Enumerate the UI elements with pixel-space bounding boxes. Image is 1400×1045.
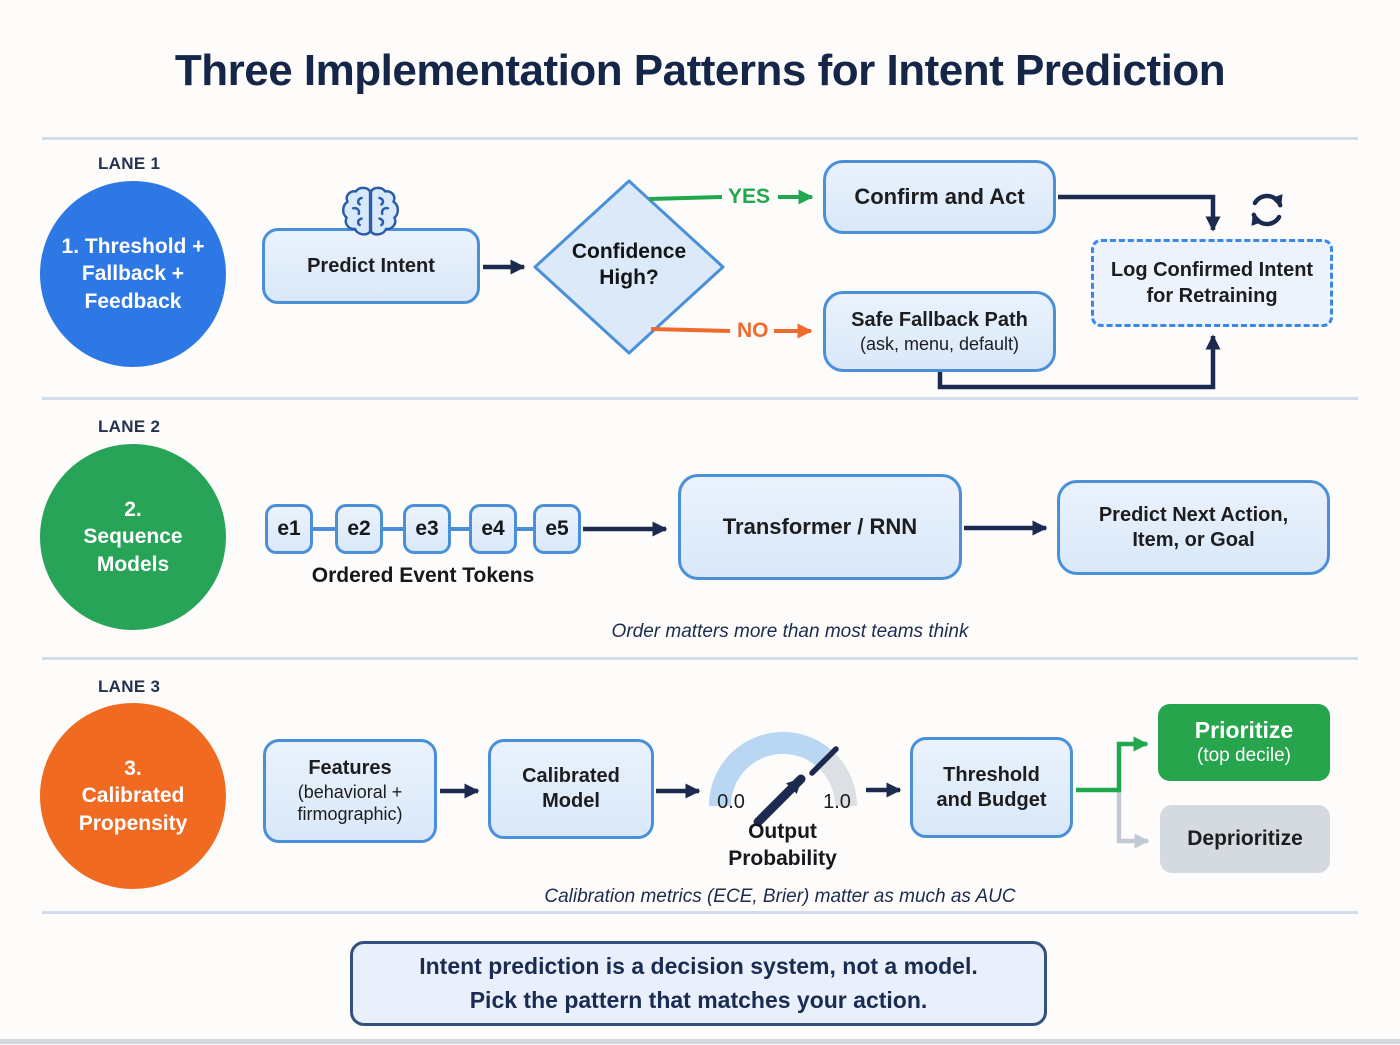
- calibrated-model-label: Calibrated Model: [522, 765, 620, 812]
- arrow-no-branch: [650, 323, 813, 339]
- log-confirmed-node: Log Confirmed Intent for Retraining: [1091, 239, 1333, 327]
- predict-intent-label: Predict Intent: [307, 254, 435, 277]
- bottom-edge-strip: [0, 1039, 1400, 1044]
- lane-separator: [42, 911, 1358, 914]
- lane-separator: [42, 657, 1358, 660]
- lane1-label: LANE 1: [98, 154, 161, 173]
- features-title: Features: [308, 757, 392, 780]
- predict-next-node: Predict Next Action, Item, or Goal: [1057, 480, 1330, 575]
- probability-gauge: [709, 731, 858, 827]
- lane3-label: LANE 3: [98, 677, 161, 696]
- transformer-rnn-label: Transformer / RNN: [722, 514, 918, 540]
- gauge-tick: [809, 746, 839, 776]
- gauge-caption: Output Probability: [728, 820, 837, 871]
- lane1-badge-text: 1. Threshold + Fallback + Feedback: [61, 235, 205, 313]
- summary-line1: Intent prediction is a decision system, …: [419, 953, 978, 980]
- lane-separator: [42, 137, 1358, 140]
- prioritize-node: Prioritize (top decile): [1158, 704, 1330, 781]
- page-title: Three Implementation Patterns for Intent…: [174, 46, 1226, 95]
- retraining-loop-icon: [1251, 193, 1283, 227]
- transformer-rnn-node: Transformer / RNN: [678, 474, 962, 580]
- decision-diamond-shape: [533, 179, 725, 355]
- features-node: Features (behavioral + firmographic): [263, 739, 437, 843]
- deprioritize-node: Deprioritize: [1160, 805, 1330, 873]
- gauge-max-label: 1.0: [823, 791, 851, 813]
- deprioritize-label: Deprioritize: [1187, 827, 1303, 850]
- confirm-and-act-node: Confirm and Act: [823, 160, 1056, 234]
- event-token: e1: [265, 504, 313, 554]
- threshold-budget-node: Threshold and Budget: [910, 737, 1073, 838]
- event-token: e4: [469, 504, 517, 554]
- summary-box: Intent prediction is a decision system, …: [350, 941, 1047, 1026]
- arrow-yes-branch: [648, 189, 814, 205]
- yes-label: YES: [728, 185, 771, 208]
- predict-next-label: Predict Next Action, Item, or Goal: [1098, 503, 1289, 551]
- prioritize-subtitle: (top decile): [1197, 744, 1291, 766]
- gauge-min-label: 0.0: [717, 791, 745, 813]
- arrow-to-prioritize: [1076, 736, 1149, 793]
- brain-icon: [342, 186, 400, 236]
- summary-line2: Pick the pattern that matches your actio…: [469, 986, 928, 1013]
- lane-separator: [42, 397, 1358, 400]
- lane3-note: Calibration metrics (ECE, Brier) matter …: [544, 886, 1016, 907]
- lane3-badge-text: 3. Calibrated Propensity: [78, 757, 188, 835]
- safe-fallback-title: Safe Fallback Path: [851, 308, 1028, 331]
- decision-label: Confidence High?: [571, 240, 687, 290]
- lane3-badge: 3. Calibrated Propensity: [40, 703, 226, 889]
- log-confirmed-label: Log Confirmed Intent for Retraining: [1110, 259, 1314, 307]
- tokens-caption: Ordered Event Tokens: [311, 564, 535, 587]
- event-token: e3: [403, 504, 451, 554]
- prioritize-title: Prioritize: [1194, 717, 1294, 744]
- arrow-to-deprioritize: [1116, 790, 1150, 849]
- predict-intent-node: Predict Intent: [262, 228, 480, 304]
- threshold-budget-label: Threshold and Budget: [936, 763, 1047, 811]
- gauge-needle: [753, 774, 806, 827]
- confirm-and-act-label: Confirm and Act: [854, 184, 1025, 210]
- lane2-note: Order matters more than most teams think: [611, 621, 969, 642]
- lane2-badge-text: 2. Sequence Models: [83, 498, 183, 576]
- arrow-confirm-to-log: [1058, 194, 1221, 232]
- features-subtitle: (behavioral + firmographic): [297, 782, 403, 824]
- no-label: NO: [737, 319, 769, 342]
- event-token: e5: [533, 504, 581, 554]
- calibrated-model-node: Calibrated Model: [488, 739, 654, 839]
- lane2-label: LANE 2: [98, 417, 161, 436]
- event-token: e2: [335, 504, 383, 554]
- lane2-badge: 2. Sequence Models: [40, 444, 226, 630]
- safe-fallback-subtitle: (ask, menu, default): [859, 333, 1020, 354]
- safe-fallback-node: Safe Fallback Path (ask, menu, default): [823, 291, 1056, 372]
- lane1-badge: 1. Threshold + Fallback + Feedback: [40, 181, 226, 367]
- arrow-fallback-to-log: [937, 334, 1221, 390]
